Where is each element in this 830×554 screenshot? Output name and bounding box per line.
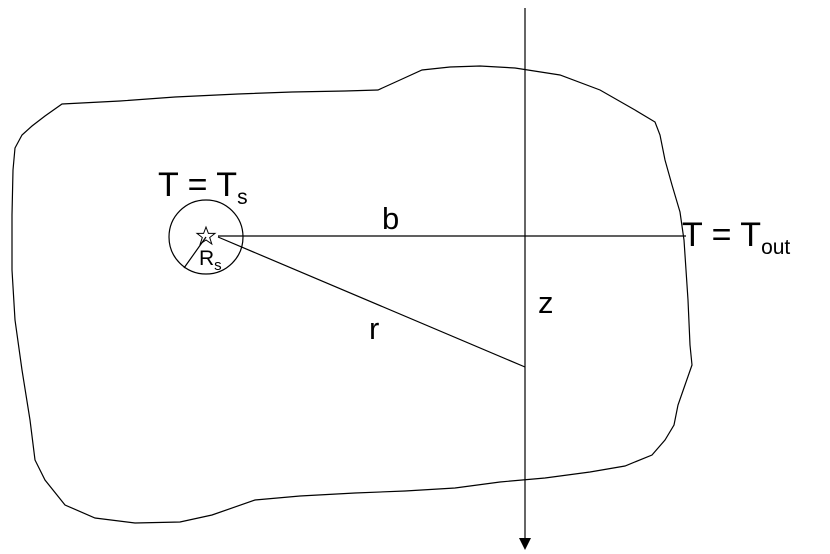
source-radius-label: Rs — [199, 247, 222, 274]
outer-temperature-label: T = Tout — [682, 216, 790, 259]
source-sphere — [168, 199, 244, 275]
distance-b-label: b — [382, 201, 399, 236]
star-icon — [195, 225, 217, 246]
radius-line — [183, 236, 207, 269]
z-axis-label: z — [538, 285, 554, 320]
distance-r-label: r — [369, 311, 379, 346]
arrow-down-icon — [519, 538, 531, 550]
source-temperature-label: T = Ts — [158, 166, 248, 209]
distance-r-line — [217, 236, 526, 368]
region-boundary — [11, 65, 693, 524]
